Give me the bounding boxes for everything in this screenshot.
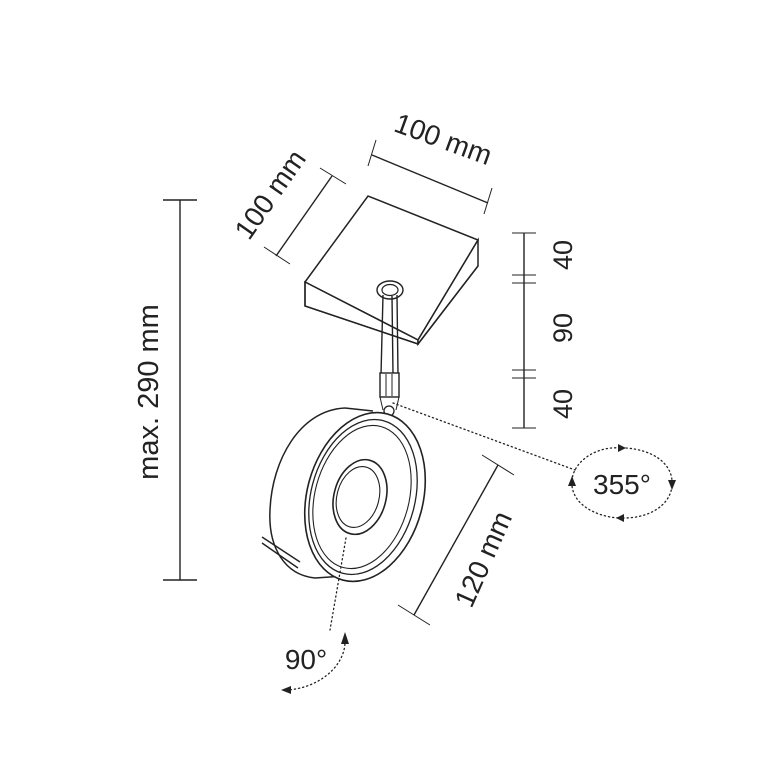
total-height-dimension [163, 199, 197, 581]
vertical-rotation-indicator [281, 537, 349, 694]
vertical-rotation-label: 90° [285, 644, 327, 675]
base-width-dimension [367, 139, 493, 215]
segment-dimension-lines [512, 232, 536, 429]
ceiling-base-box [303, 195, 480, 347]
head-diameter-label: 120 mm [449, 507, 518, 612]
horizontal-rotation-label: 355° [593, 469, 651, 500]
base-depth-dimension [263, 167, 347, 265]
base-depth-label: 100 mm [229, 144, 312, 245]
segment-mid-label: 90 [548, 313, 578, 343]
total-height-label: max. 290 mm [133, 304, 165, 480]
base-width-label: 100 mm [390, 107, 496, 171]
spotlight-head [261, 407, 427, 583]
stem [376, 280, 404, 417]
horizontal-rotation-indicator [392, 402, 676, 522]
segment-top-label: 40 [548, 240, 578, 270]
segment-bottom-label: 40 [548, 389, 578, 419]
head-diameter-dimension [397, 454, 515, 626]
